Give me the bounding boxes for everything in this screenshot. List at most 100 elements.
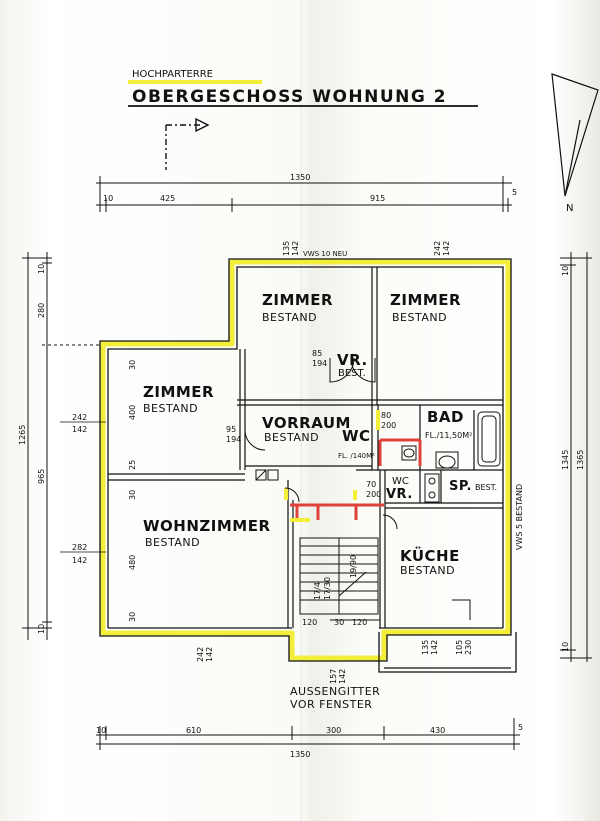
plan-title: OBERGESCHOSS WOHNUNG 2	[132, 87, 447, 107]
outer-wall-highlight	[100, 259, 511, 661]
svg-text:142: 142	[442, 241, 451, 256]
svg-text:282: 282	[72, 543, 87, 552]
top-dimension-chain	[96, 176, 512, 212]
dim-top-d: 5	[512, 188, 517, 197]
window-dim-bottom-4: 105 230	[455, 640, 473, 655]
north-arrow-icon	[551, 73, 599, 197]
dim-bottom-d: 430	[430, 726, 445, 735]
room-zimmer-1-name: ZIMMER	[262, 291, 333, 309]
svg-text:194: 194	[226, 435, 241, 444]
section-arrow-icon	[165, 117, 210, 170]
room-zimmer-3-name: ZIMMER	[143, 383, 214, 401]
door-dim-bad: 80 200	[381, 411, 396, 430]
room-zimmer-2-name: ZIMMER	[390, 291, 461, 309]
window-dim-bottom-3: 135 142	[421, 640, 439, 655]
dim-left-total: 1265	[18, 425, 27, 445]
north-label: N	[566, 203, 573, 214]
right-dimension-chain	[560, 252, 592, 662]
pre-title: HOCHPARTERRE	[132, 69, 213, 80]
note-vws-right: VWS 5 BESTAND	[515, 484, 524, 550]
svg-text:200: 200	[381, 421, 396, 430]
room-wc-name: WC	[342, 427, 371, 445]
dim-left-a: 10	[37, 264, 46, 274]
room-bad-note: FL./11,50M²	[425, 431, 472, 440]
dim-right-c: 10	[561, 642, 570, 652]
room-vr-top-status: BEST.	[338, 368, 366, 379]
svg-text:142: 142	[72, 556, 87, 565]
svg-text:135: 135	[421, 640, 430, 655]
note-aussengitter-2: VOR FENSTER	[290, 698, 372, 711]
room-zimmer-3-status: BESTAND	[143, 402, 198, 415]
room-wc-small-name: WC	[392, 476, 409, 487]
room-bad-name: BAD	[427, 408, 464, 426]
washbasin-icon	[435, 451, 459, 469]
dim-bottom-e: 5	[518, 723, 523, 732]
dim-right-total: 1365	[576, 450, 585, 470]
chimney-icon	[255, 469, 279, 481]
svg-text:242: 242	[196, 647, 205, 662]
dim-top-total: 1350	[290, 173, 310, 182]
svg-text:230: 230	[464, 640, 473, 655]
svg-text:95: 95	[226, 425, 236, 434]
room-zimmer-2-status: BESTAND	[392, 311, 447, 324]
dim-bottom-total: 1350	[290, 750, 310, 759]
room-vr-small-name: VR.	[386, 487, 413, 502]
dim-bottom-a: 10	[96, 726, 106, 735]
dim-room-480: 480	[128, 555, 137, 570]
svg-text:70: 70	[366, 480, 376, 489]
stair-dim-run: 19/90	[349, 555, 358, 578]
room-vorraum-status: BESTAND	[264, 431, 319, 444]
window-dim-left-1: 242 142	[60, 413, 106, 434]
dim-left-d: 10	[37, 624, 46, 634]
window-dim-bottom-1: 242 142	[196, 647, 214, 662]
outer-walls	[99, 258, 517, 673]
dim-room-30c: 30	[128, 612, 137, 622]
svg-text:242: 242	[72, 413, 87, 422]
window-dim-top-2: 242 142	[433, 241, 451, 256]
door-dim-vorraum: 95 194	[226, 425, 241, 444]
dim-right-b: 1345	[561, 450, 570, 470]
stair-dim-rise-b: 17/30	[323, 577, 332, 600]
dim-room-25: 25	[128, 460, 137, 470]
note-aussengitter-1: AUSSENGITTER	[290, 685, 380, 698]
bottom-dimension-chain	[96, 718, 520, 750]
dim-room-400: 400	[128, 405, 137, 420]
svg-text:85: 85	[312, 349, 322, 358]
dim-left-b: 280	[37, 303, 46, 318]
stair-dim-b: 30	[334, 618, 344, 627]
dim-room-30b: 30	[128, 490, 137, 500]
dim-bottom-c: 300	[326, 726, 341, 735]
dim-top-c: 915	[370, 194, 385, 203]
room-vr-top-name: VR.	[337, 351, 368, 369]
stair-dim-a: 120	[302, 618, 317, 627]
room-wc-note: FL. /140M²	[338, 452, 375, 460]
staircase	[299, 537, 380, 621]
window-dim-left-2: 282 142	[60, 543, 106, 565]
stair-dim-c: 120	[352, 618, 367, 627]
dim-left-c: 965	[37, 469, 46, 484]
dim-bottom-b: 610	[186, 726, 201, 735]
new-wall-highlight-red	[290, 438, 422, 520]
left-dimension-chain	[22, 252, 105, 640]
note-vws-top: VWS 10 NEU	[303, 250, 347, 258]
room-sp-name: SP.	[449, 479, 472, 494]
toilet-icon	[401, 445, 417, 461]
window-dim-top-1: 135 142	[282, 241, 300, 256]
stove-icon	[424, 473, 440, 503]
dim-room-30a: 30	[128, 360, 137, 370]
paper-fold	[300, 0, 302, 821]
svg-text:142: 142	[338, 669, 347, 684]
room-wohnzimmer-status: BESTAND	[145, 536, 200, 549]
svg-text:142: 142	[291, 241, 300, 256]
door-dim-vr: 85 194	[312, 349, 327, 368]
svg-text:200: 200	[366, 490, 381, 499]
room-kueche-name: KÜCHE	[400, 546, 460, 565]
svg-text:142: 142	[205, 647, 214, 662]
dim-top-a: 10	[103, 194, 113, 203]
room-zimmer-1-status: BESTAND	[262, 311, 317, 324]
svg-text:135: 135	[282, 241, 291, 256]
svg-text:242: 242	[433, 241, 442, 256]
room-wohnzimmer-name: WOHNZIMMER	[143, 517, 271, 535]
svg-text:142: 142	[430, 640, 439, 655]
